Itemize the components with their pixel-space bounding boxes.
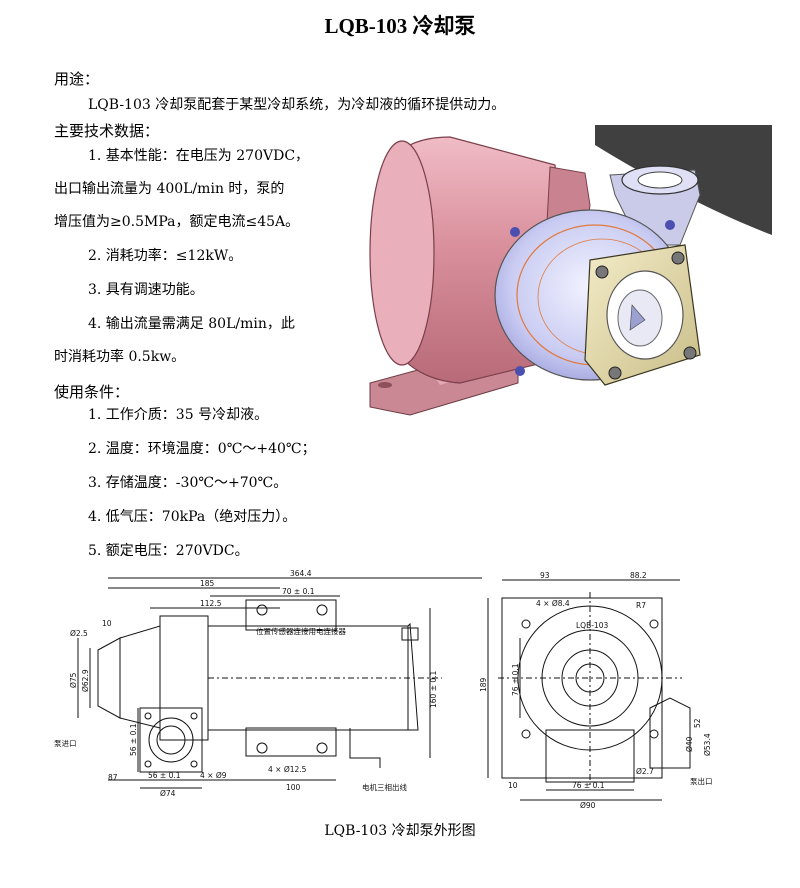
label-nameplate: LQB-103 xyxy=(576,621,608,630)
dim-d53-4: Ø53.4 xyxy=(703,733,712,756)
dim-d90: Ø90 xyxy=(580,801,596,810)
spec-item-3: 3. 具有调速功能。 xyxy=(88,282,204,298)
dim-d75: Ø75 xyxy=(69,672,78,688)
dim-56v: 56 ± 0.1 xyxy=(129,723,138,756)
dim-10b: 10 xyxy=(508,781,518,790)
spec-item-1-line1: 1. 基本性能：在电压为 270VDC， xyxy=(88,148,310,164)
spec-item-1-line2: 出口输出流量为 400L/min 时，泵的 xyxy=(54,181,285,197)
condition-item-5: 5. 额定电压：270VDC。 xyxy=(88,543,249,559)
label-sensor-connector: 位置传感器连接用电连接器 xyxy=(256,626,346,636)
label-pump-outlet: 泵出口 xyxy=(690,776,713,786)
outline-drawing: 364.4 185 70 ± 0.1 112.5 10 Ø2.5 Ø75 Ø62… xyxy=(54,569,713,810)
dim-100: 100 xyxy=(286,783,301,792)
spec-item-1-line3: 增压值为≥0.5MPa，额定电流≤45A。 xyxy=(54,214,300,230)
label-pump-inlet: 泵进口 xyxy=(54,739,77,748)
spec-item-2: 2. 消耗功率：≤12kW。 xyxy=(88,248,243,264)
side-view xyxy=(77,577,482,789)
dim-d62-9: Ø62.9 xyxy=(81,669,90,692)
pump-3d-render xyxy=(340,125,772,423)
usage-text: LQB-103 冷却泵配套于某型冷却系统，为冷却液的循环提供动力。 xyxy=(88,97,506,113)
spec-item-4-line2: 时消耗功率 0.5kw。 xyxy=(54,349,186,365)
condition-item-3: 3. 存储温度：-30℃～+70℃。 xyxy=(88,475,288,491)
dim-88-2: 88.2 xyxy=(630,571,647,580)
dim-d2-5: Ø2.5 xyxy=(70,629,88,638)
dim-189: 189 xyxy=(479,677,488,692)
front-view xyxy=(487,579,691,801)
dim-52: 52 xyxy=(693,718,702,728)
dim-364: 364.4 xyxy=(290,569,312,578)
condition-item-4: 4. 低气压：70kPa（绝对压力）。 xyxy=(88,509,297,525)
dim-4xd9: 4 × Ø9 xyxy=(200,771,227,780)
dim-56h: 56 ± 0.1 xyxy=(148,771,181,780)
dim-d74: Ø74 xyxy=(160,789,176,798)
label-motor-leads: 电机三相出线 xyxy=(362,782,407,792)
dim-10: 10 xyxy=(102,619,112,628)
dim-112: 112.5 xyxy=(200,599,222,608)
conditions-heading: 使用条件： xyxy=(54,383,130,401)
dim-185: 185 xyxy=(200,579,215,588)
specs-heading: 主要技术数据： xyxy=(54,122,160,140)
dim-93: 93 xyxy=(540,571,550,580)
condition-item-1: 1. 工作介质：35 号冷却液。 xyxy=(88,407,269,423)
dim-76v: 76 ± 0.1 xyxy=(511,663,520,696)
condition-item-2: 2. 温度：环境温度：0℃～+40℃； xyxy=(88,441,316,457)
dim-87: 87 xyxy=(108,773,118,782)
dim-4xd8-4: 4 × Ø8.4 xyxy=(536,599,570,608)
dim-r7: R7 xyxy=(636,601,646,610)
dim-160: 160 ± 0.1 xyxy=(429,670,438,708)
dim-4xd12-5: 4 × Ø12.5 xyxy=(268,765,307,774)
spec-item-4-line1: 4. 输出流量需满足 80L/min，此 xyxy=(88,316,295,332)
usage-heading: 用途： xyxy=(54,70,100,88)
figure-caption: LQB-103 冷却泵外形图 xyxy=(324,823,476,839)
dim-d2-7: Ø2.7 xyxy=(636,767,654,776)
dim-d40: Ø40 xyxy=(685,736,694,752)
dim-70: 70 ± 0.1 xyxy=(282,587,315,596)
page-title: LQB-103 冷却泵 xyxy=(324,14,476,38)
dim-76h: 76 ± 0.1 xyxy=(572,781,605,790)
